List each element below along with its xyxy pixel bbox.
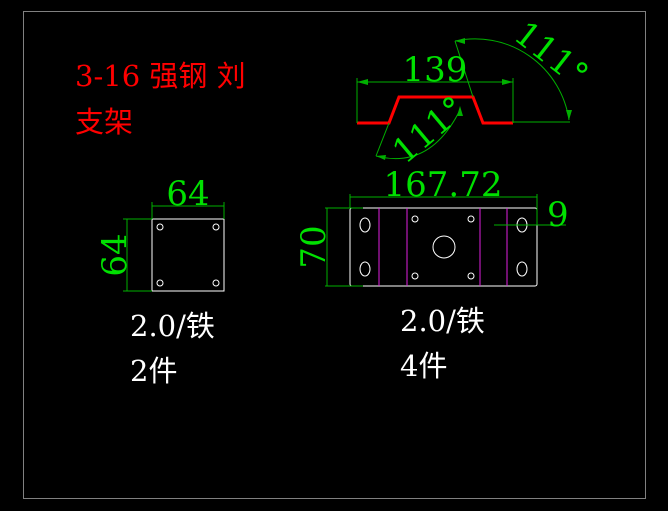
small-plate: 64 64: [95, 174, 225, 292]
small-plate-qty: 2件: [130, 354, 177, 388]
small-plate-spec: 2.0/铁: [130, 309, 215, 343]
large-plate-qty: 4件: [400, 349, 447, 383]
large-plate-spec: 2.0/铁: [400, 304, 485, 338]
large-plate-height-dim: 70: [294, 225, 334, 268]
title-line-1: 3-16 强钢 刘: [75, 59, 246, 93]
bend-profile: 139 111° 111°: [356, 14, 596, 172]
large-plate: 167.72 70 9: [294, 165, 569, 287]
large-plate-offset-dim: 9: [547, 195, 569, 235]
small-plate-height-dim: 64: [95, 233, 135, 276]
large-plate-width-dim: 167.72: [384, 165, 503, 205]
title-line-2: 支架: [75, 105, 133, 139]
small-plate-width-dim: 64: [166, 174, 209, 214]
profile-width-dim: 139: [403, 50, 468, 90]
profile-angle-outer: 111°: [506, 14, 595, 96]
drawing-frame: [23, 11, 646, 499]
